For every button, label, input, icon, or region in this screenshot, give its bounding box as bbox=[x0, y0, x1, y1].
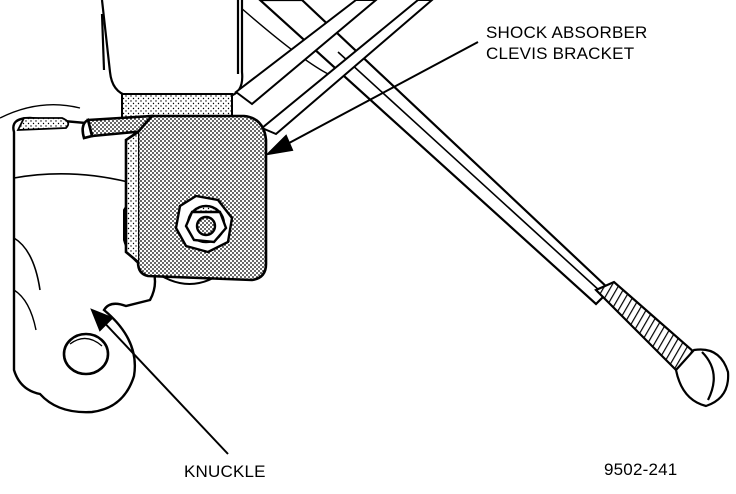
shock-absorber-body bbox=[100, 0, 244, 98]
bolt-head bbox=[174, 194, 234, 254]
bracket-leader-line bbox=[275, 41, 479, 151]
shock-bracket-callout-line1: SHOCK ABSORBER bbox=[486, 23, 648, 42]
figure-number: 9502-241 bbox=[604, 460, 678, 479]
secondary-rod bbox=[234, 0, 434, 136]
shock-bracket-callout: SHOCK ABSORBER CLEVIS BRACKET bbox=[486, 22, 648, 64]
knuckle-callout: KNUCKLE bbox=[184, 462, 266, 481]
knuckle-leader-line bbox=[97, 315, 229, 455]
stabilizer-link-rod bbox=[258, 0, 730, 408]
knuckle-eye-hole bbox=[62, 332, 110, 376]
shock-neck bbox=[121, 93, 233, 119]
shock-bracket-callout-line2: CLEVIS BRACKET bbox=[486, 44, 635, 63]
bracket-leader-arrowhead bbox=[265, 134, 294, 156]
knuckle-leader-arrowhead bbox=[90, 308, 114, 332]
leader-arrows bbox=[90, 41, 479, 455]
